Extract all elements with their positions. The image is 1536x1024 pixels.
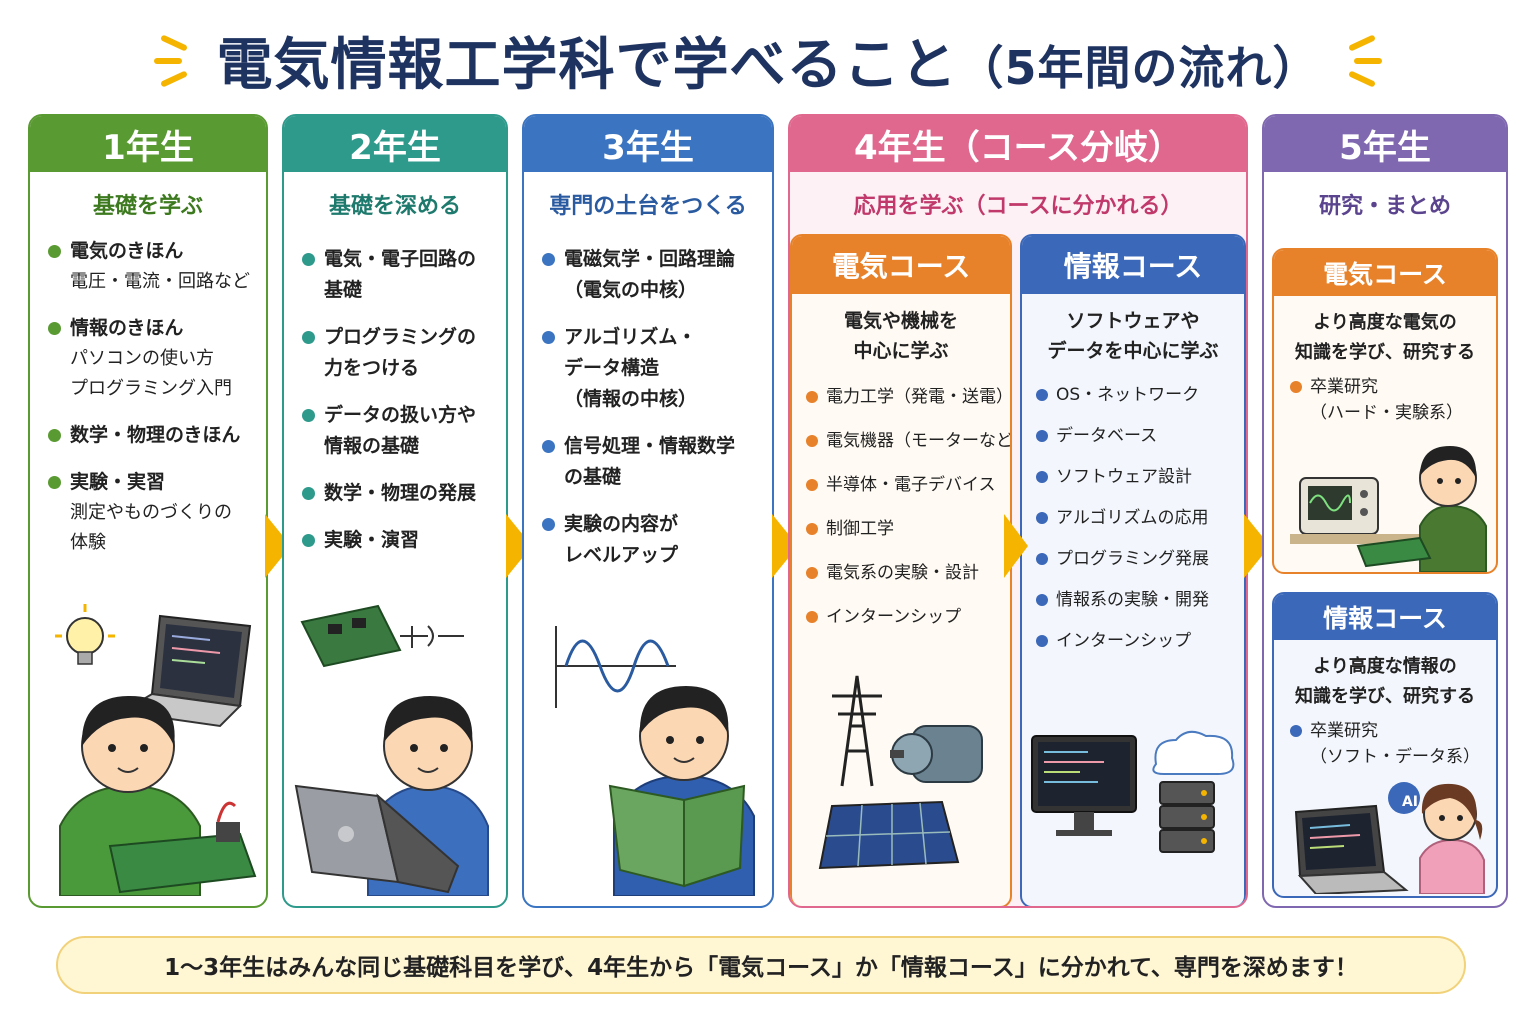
bullet-icon — [806, 567, 818, 579]
bullet-icon — [302, 487, 315, 500]
bullet-icon — [302, 409, 315, 422]
title-area: 電気情報工学科で学べること（5年間の流れ） — [0, 18, 1536, 102]
year5-elec-course: 電気コース より高度な電気の 知識を学び、研究する 卒業研究 （ハード・実験系） — [1272, 248, 1498, 574]
list-item: プログラミングの 力をつける — [300, 322, 498, 384]
bullet-icon — [1036, 430, 1048, 442]
bullet-icon — [806, 611, 818, 623]
list-item: データベース — [1034, 425, 1244, 447]
year4-elec-course: 電気コース 電気や機械を 中心に学ぶ 電力工学（発電・送電） 電気機器（モーター… — [790, 234, 1012, 906]
info-course-desc: より高度な情報の 知識を学び、研究する — [1295, 656, 1475, 707]
year5-subtitle: 研究・まとめ — [1318, 194, 1451, 219]
year5-card: 5年生 研究・まとめ 電気コース より高度な電気の 知識を学び、研究する 卒業研… — [1262, 114, 1508, 908]
bullet-icon — [1036, 512, 1048, 524]
student-with-ai-laptop-illustration — [1294, 782, 1485, 894]
student-with-laptop-illustration — [294, 604, 489, 896]
year4-info-course: 情報コース ソフトウェアや データを中心に学ぶ OS・ネットワーク データベース… — [1020, 234, 1246, 906]
list-item: 実験・演習 — [300, 525, 498, 556]
list-item: 半導体・電子デバイス — [804, 474, 1010, 496]
bullet-icon — [1290, 725, 1302, 737]
bullet-icon — [302, 331, 315, 344]
elec-course-header: 電気コース — [1274, 250, 1496, 296]
list-item: 情報のきほんパソコンの使い方 プログラミング入門 — [46, 313, 258, 404]
list-item: 電気系の実験・設計 — [804, 562, 1010, 584]
bullet-icon — [1036, 553, 1048, 565]
list-item: アルゴリズム・ データ構造 （情報の中核） — [540, 322, 764, 415]
year1-header: 1年生 — [30, 116, 266, 172]
list-item: アルゴリズムの応用 — [1034, 507, 1244, 529]
list-item: 電磁気学・回路理論 （電気の中核） — [540, 244, 764, 306]
bullet-icon — [1036, 471, 1048, 483]
list-item: 電気機器（モーターなど） — [804, 430, 1010, 452]
year2-header: 2年生 — [284, 116, 506, 172]
summary-banner: 1～3年生はみんな同じ基礎科目を学び、4年生から「電気コース」か「情報コース」に… — [56, 936, 1466, 994]
bullet-icon — [302, 253, 315, 266]
list-item: 情報系の実験・開発 — [1034, 589, 1244, 611]
ai-badge: AI — [1401, 794, 1419, 810]
bullet-icon — [1036, 389, 1048, 401]
year5-info-course: 情報コース より高度な情報の 知識を学び、研究する 卒業研究 （ソフト・データ系… — [1272, 592, 1498, 898]
elec-course-desc: より高度な電気の 知識を学び、研究する — [1295, 312, 1475, 363]
year2-subtitle: 基礎を深める — [328, 194, 461, 219]
list-item: 実験・実習測定やものづくりの 体験 — [46, 467, 258, 558]
list-item: 制御工学 — [804, 518, 1010, 540]
bullet-icon — [806, 435, 818, 447]
year2-card: 2年生 基礎を深める 電気・電子回路の 基礎 プログラミングの 力をつける デー… — [282, 114, 508, 908]
bullet-icon — [48, 322, 61, 335]
bullet-icon — [542, 440, 555, 453]
year4-card: 4年生（コース分岐） 応用を学ぶ（コースに分かれる） 電気コース 電気や機械を … — [788, 114, 1248, 908]
power-equipment-illustration — [818, 675, 983, 870]
student-with-oscilloscope-illustration — [1290, 446, 1487, 572]
elec-course-desc: 電気や機械を 中心に学ぶ — [843, 310, 958, 362]
bullet-icon — [806, 479, 818, 491]
student-with-circuit-illustration — [55, 604, 257, 896]
bullet-icon — [542, 518, 555, 531]
bullet-icon — [1036, 635, 1048, 647]
list-item: 数学・物理の発展 — [300, 478, 498, 509]
year3-card: 3年生 専門の土台をつくる 電磁気学・回路理論 （電気の中核） アルゴリズム・ … — [522, 114, 774, 908]
list-item: インターンシップ — [804, 606, 1010, 628]
bullet-icon — [806, 523, 818, 535]
list-item: 卒業研究 （ハード・実験系） — [1288, 374, 1496, 426]
year1-subtitle: 基礎を学ぶ — [92, 194, 203, 219]
year3-subtitle: 専門の土台をつくる — [549, 194, 747, 219]
list-item: 数学・物理のきほん — [46, 420, 258, 451]
page-title-sub: （5年間の流れ） — [957, 40, 1320, 95]
bullet-icon — [48, 429, 61, 442]
computer-and-server-illustration — [1031, 730, 1235, 853]
year4-subtitle: 応用を学ぶ（コースに分かれる） — [853, 194, 1183, 219]
info-course-desc: ソフトウェアや データを中心に学ぶ — [1047, 310, 1219, 362]
sparkle-left-icon — [150, 30, 194, 90]
list-item: 電力工学（発電・送電） — [804, 386, 1010, 408]
sparkle-right-icon — [1342, 30, 1386, 90]
bullet-icon — [302, 534, 315, 547]
list-item: 電気のきほん電圧・電流・回路など — [46, 236, 258, 297]
list-item: プログラミング発展 — [1034, 548, 1244, 570]
year3-header: 3年生 — [524, 116, 772, 172]
info-course-header: 情報コース — [1274, 594, 1496, 640]
elec-course-header: 電気コース — [792, 236, 1010, 294]
list-item: ソフトウェア設計 — [1034, 466, 1244, 488]
bullet-icon — [48, 476, 61, 489]
bullet-icon — [542, 253, 555, 266]
list-item: データの扱い方や 情報の基礎 — [300, 400, 498, 462]
bullet-icon — [1290, 381, 1302, 393]
list-item: 実験の内容が レベルアップ — [540, 509, 764, 571]
bullet-icon — [806, 391, 818, 403]
bullet-icon — [542, 331, 555, 344]
list-item: OS・ネットワーク — [1034, 384, 1244, 406]
flow-arrow-icon — [1004, 514, 1028, 578]
list-item: 信号処理・情報数学 の基礎 — [540, 431, 764, 493]
student-reading-book-illustration — [555, 626, 755, 896]
year5-header: 5年生 — [1264, 116, 1506, 172]
year4-header: 4年生（コース分岐） — [790, 116, 1246, 172]
bullet-icon — [1036, 594, 1048, 606]
page-title: 電気情報工学科で学べること（5年間の流れ） — [216, 32, 1320, 98]
list-item: 電気・電子回路の 基礎 — [300, 244, 498, 306]
list-item: 卒業研究 （ソフト・データ系） — [1288, 718, 1496, 770]
list-item: インターンシップ — [1034, 630, 1244, 652]
info-course-header: 情報コース — [1022, 236, 1244, 294]
bullet-icon — [48, 245, 61, 258]
year1-card: 1年生 基礎を学ぶ 電気のきほん電圧・電流・回路など 情報のきほんパソコンの使い… — [28, 114, 268, 908]
